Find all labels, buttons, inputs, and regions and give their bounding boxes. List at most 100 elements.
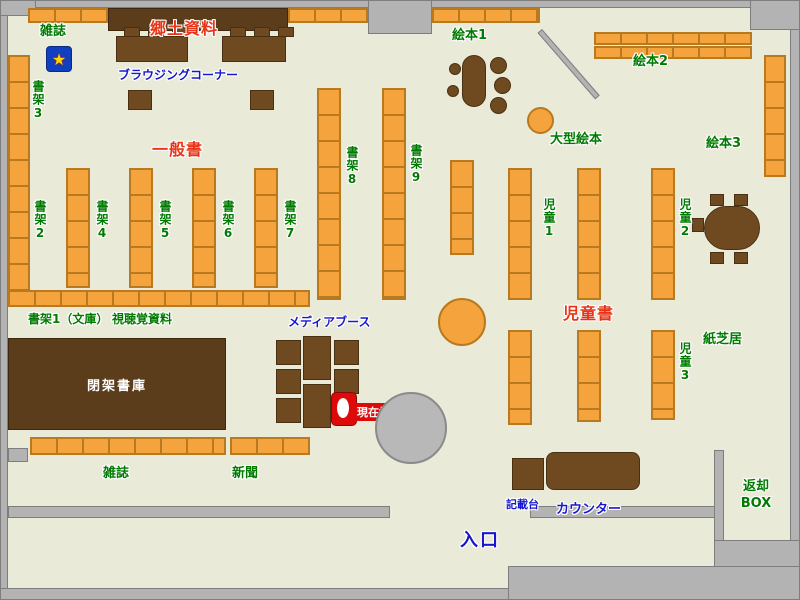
audiovisual-label: 視聴覚資料 <box>112 312 173 326</box>
shelf-children-col1 <box>508 168 532 300</box>
counter-desk <box>546 452 640 490</box>
shelf-left-wall <box>8 55 30 298</box>
media-booth-seat <box>276 398 301 423</box>
shelf-col-8 <box>317 88 341 300</box>
chair <box>278 27 294 37</box>
picture-books1-label: 絵本1 <box>452 28 488 43</box>
shelf-right-wall <box>764 55 786 177</box>
wall-right <box>790 0 800 600</box>
return-box-label-line1: 返却 <box>742 479 769 494</box>
shelf-top-mid <box>288 8 368 23</box>
browsing-table-2 <box>222 36 286 62</box>
wall-bottom-right-block <box>508 566 800 600</box>
local-materials-label: 郷土資料 <box>150 19 219 38</box>
shelf-children-col4 <box>508 330 532 425</box>
shelf-children-col5 <box>577 330 601 422</box>
chair <box>494 77 511 94</box>
shelf-col-6 <box>192 168 216 288</box>
wall-top-right-block <box>750 0 800 30</box>
shelf-picture-books2-row2 <box>594 46 752 59</box>
media-booth-label: メディアブース <box>288 315 371 329</box>
shelf-row-bunko-av <box>8 290 310 307</box>
shelf5-label: 書架5 <box>158 200 172 241</box>
entrance-label: 入口 <box>460 530 500 551</box>
chair <box>490 97 507 114</box>
shelf8-label: 書架8 <box>345 146 359 187</box>
chair <box>449 63 461 75</box>
writing-stand-label: 記載台 <box>506 498 539 511</box>
shelf-local-materials <box>108 8 288 31</box>
shelf6-label: 書架6 <box>221 200 235 241</box>
large-picture-books-stand <box>527 107 554 134</box>
chair <box>128 90 152 110</box>
shelf2-label: 書架2 <box>33 200 47 241</box>
chair <box>692 218 704 232</box>
media-booth-seat <box>276 369 301 394</box>
children3-label: 児童3 <box>678 342 692 383</box>
children1-label: 児童1 <box>542 198 556 239</box>
wall-stub-left <box>8 448 28 462</box>
shelf-children-col3 <box>651 168 675 300</box>
kamishibai-label: 紙芝居 <box>703 332 743 347</box>
magazines-bottom-label: 雑誌 <box>103 466 130 481</box>
children-books-label: 児童書 <box>563 304 615 323</box>
children2-table <box>704 206 760 250</box>
chair <box>710 252 724 264</box>
return-box-label: 返却 BOX <box>726 478 786 512</box>
newspapers-label: 新聞 <box>232 466 259 481</box>
shelf-picture-books2-row1 <box>594 32 752 45</box>
shelf-top-right-of-pillar <box>432 8 540 23</box>
current-location-marker <box>331 392 357 426</box>
chair <box>148 27 164 37</box>
wall-diagonal <box>537 29 600 100</box>
chair <box>124 27 140 37</box>
general-books-label: 一般書 <box>152 140 204 159</box>
wall-south-left <box>8 506 390 518</box>
shelf-col-center <box>450 160 474 255</box>
pillar-top-center <box>368 0 432 34</box>
shelf-newspapers <box>230 437 310 455</box>
chair <box>250 90 274 110</box>
chair <box>734 252 748 264</box>
shelf-col-7 <box>254 168 278 288</box>
chair <box>230 27 246 37</box>
magazine-star-icon: ★ <box>46 46 72 72</box>
large-picture-books-label: 大型絵本 <box>550 132 603 147</box>
chair <box>447 85 459 97</box>
counter-label: カウンター <box>556 502 622 517</box>
round-shelf-center <box>438 298 486 346</box>
shelf-col-5 <box>129 168 153 288</box>
media-booth-center-1 <box>303 336 331 380</box>
shelf7-label: 書架7 <box>283 200 297 241</box>
shelf-col-9 <box>382 88 406 300</box>
wall-left <box>0 0 8 600</box>
chair <box>710 194 724 206</box>
shelf-magazines-bottom <box>30 437 226 455</box>
media-booth-seat <box>334 340 359 365</box>
media-booth-seat <box>276 340 301 365</box>
browsing-table-1 <box>116 36 188 62</box>
shelf-col-4 <box>66 168 90 288</box>
picture-books2-label: 絵本2 <box>633 54 669 69</box>
media-booth-seat <box>334 369 359 394</box>
shelf-top-left <box>28 8 108 23</box>
chair <box>254 27 270 37</box>
picture-books3-label: 絵本3 <box>706 136 742 151</box>
closed-stacks-room: 閉架書庫 <box>8 338 226 430</box>
shelf9-label: 書架9 <box>409 144 423 185</box>
chair <box>172 27 188 37</box>
magazines-top-label: 雑誌 <box>40 24 67 39</box>
picture-books1-table <box>462 55 486 107</box>
chair <box>490 57 507 74</box>
shelf-children-col2 <box>577 168 601 300</box>
current-location-marker-inner <box>337 398 349 418</box>
shelf1-bunko-label: 書架1（文庫） <box>28 312 109 326</box>
shelf-children-col6 <box>651 330 675 420</box>
shelf4-label: 書架4 <box>95 200 109 241</box>
media-booth-center-2 <box>303 384 331 428</box>
closed-stacks-label: 閉架書庫 <box>86 378 147 394</box>
chair <box>734 194 748 206</box>
children2-label: 児童2 <box>678 198 692 239</box>
wall-returnbox-left <box>714 450 724 542</box>
